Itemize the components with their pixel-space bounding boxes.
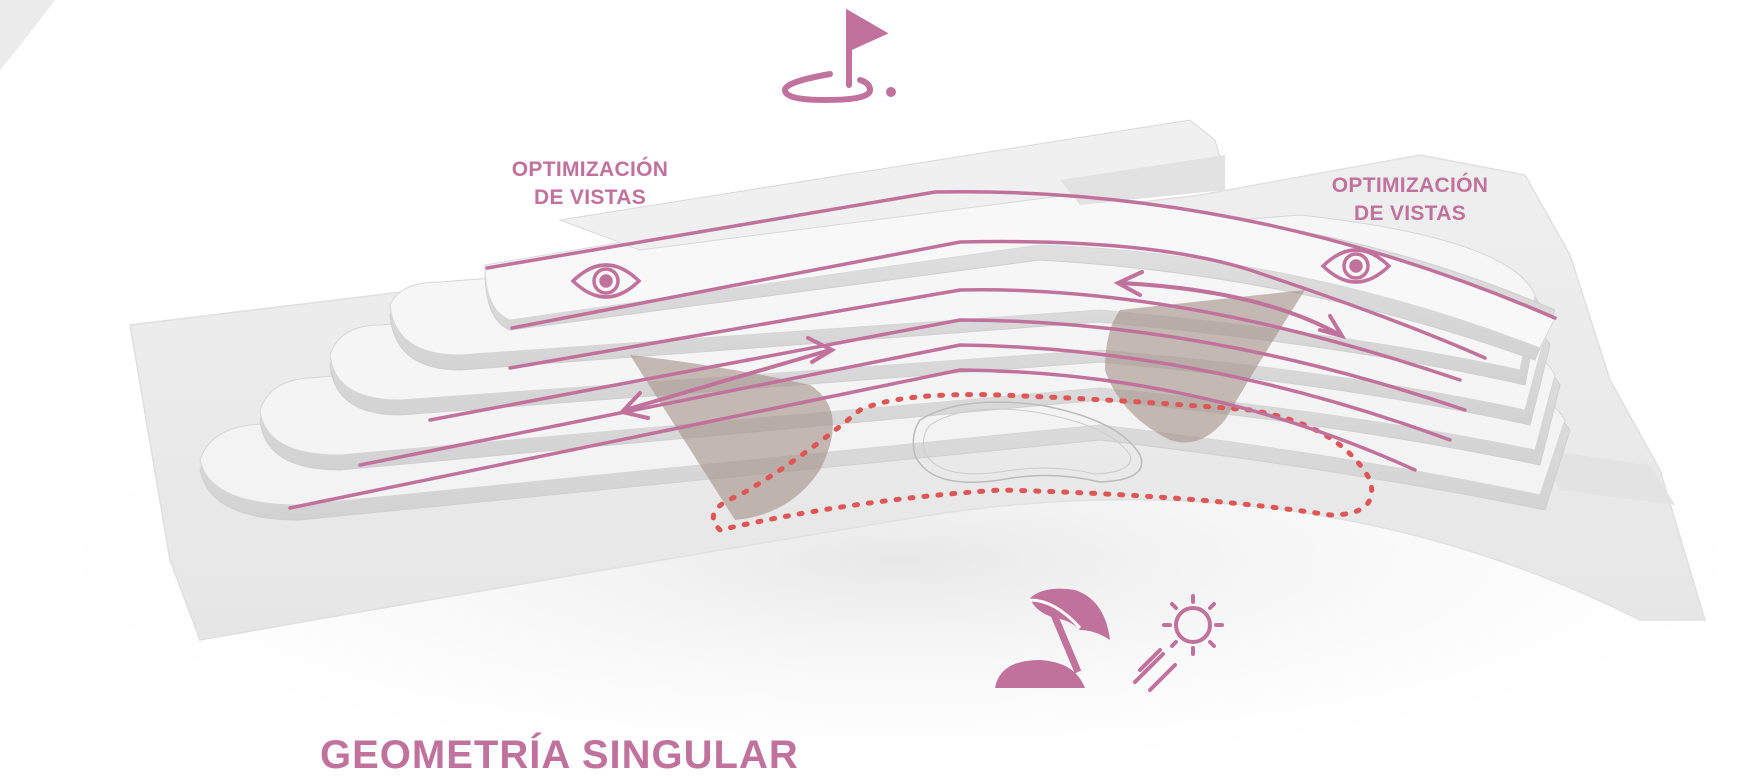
section-title: GEOMETRÍA SINGULAR	[320, 733, 799, 777]
label-line: DE VISTAS	[534, 186, 646, 209]
label-line: OPTIMIZACIÓN	[511, 158, 669, 181]
terrace-lines	[288, 189, 1557, 510]
corner-fragment	[0, 0, 55, 70]
label-line: DE VISTAS	[1354, 202, 1466, 225]
view-arrow-right	[1113, 270, 1347, 340]
outdoor-zone-outline	[710, 392, 1374, 533]
view-optimization-label-right: OPTIMIZACIÓN DE VISTAS	[1300, 172, 1520, 228]
eye-icon	[570, 263, 642, 299]
view-arrow-left	[618, 336, 837, 420]
sun-icon	[1133, 594, 1224, 692]
terrain-step-right	[1540, 450, 1675, 505]
eye-icon	[1320, 248, 1392, 284]
golf-flag-icon	[781, 8, 896, 104]
pool-area	[912, 401, 1143, 483]
view-optimization-label-left: OPTIMIZACIÓN DE VISTAS	[480, 156, 700, 212]
label-line: OPTIMIZACIÓN	[1331, 174, 1489, 197]
beach-umbrella-icon	[995, 588, 1110, 688]
view-cone-left	[630, 355, 833, 520]
view-cone-right	[1105, 290, 1305, 443]
massing-diagram	[0, 0, 1720, 751]
